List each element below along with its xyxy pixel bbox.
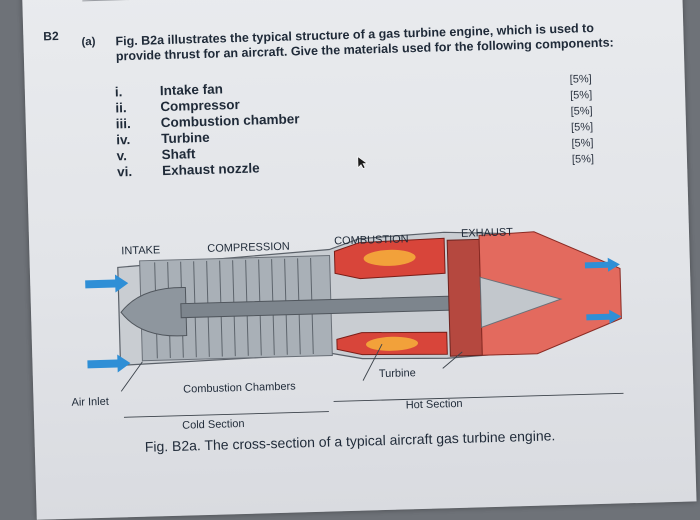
component-numeral: vi. — [117, 163, 157, 179]
component-name: Turbine — [161, 130, 210, 146]
component-mark: [5%] — [570, 89, 592, 102]
component-name: Shaft — [161, 146, 195, 162]
section-id: B2 — [43, 29, 59, 43]
turbine-stages — [447, 239, 482, 356]
component-numeral: iv. — [116, 131, 156, 147]
component-mark: [5%] — [570, 73, 592, 86]
component-numeral: iii. — [116, 115, 156, 131]
component-mark: [5%] — [570, 105, 592, 118]
component-name: Combustion chamber — [161, 111, 300, 130]
divider-line — [82, 0, 642, 1]
component-mark: [5%] — [572, 153, 594, 166]
component-numeral: i. — [115, 83, 155, 99]
stage-label-intake: INTAKE — [121, 244, 160, 257]
component-mark: [5%] — [571, 121, 593, 134]
component-mark: [5%] — [571, 137, 593, 150]
component-numeral: ii. — [115, 99, 155, 115]
callout-hot-section: Hot Section — [406, 398, 463, 412]
component-name: Compressor — [160, 97, 240, 114]
stage-label-compression: COMPRESSION — [207, 241, 290, 255]
exam-paper: B2 (a) Fig. B2a illustrates the typical … — [22, 0, 697, 520]
question-label: (a) — [81, 36, 95, 48]
callout-cold-section: Cold Section — [182, 418, 245, 432]
component-name: Intake fan — [160, 81, 223, 98]
stage-label-exhaust: EXHAUST — [461, 226, 513, 239]
mouse-cursor-icon — [357, 155, 369, 169]
callout-turbine: Turbine — [379, 367, 416, 380]
callout-air-inlet: Air Inlet — [71, 396, 109, 409]
component-numeral: v. — [116, 147, 156, 163]
component-name: Exhaust nozzle — [162, 160, 260, 178]
stage-label-combustion: COMBUSTION — [334, 233, 409, 247]
question-text: Fig. B2a illustrates the typical structu… — [115, 20, 636, 65]
